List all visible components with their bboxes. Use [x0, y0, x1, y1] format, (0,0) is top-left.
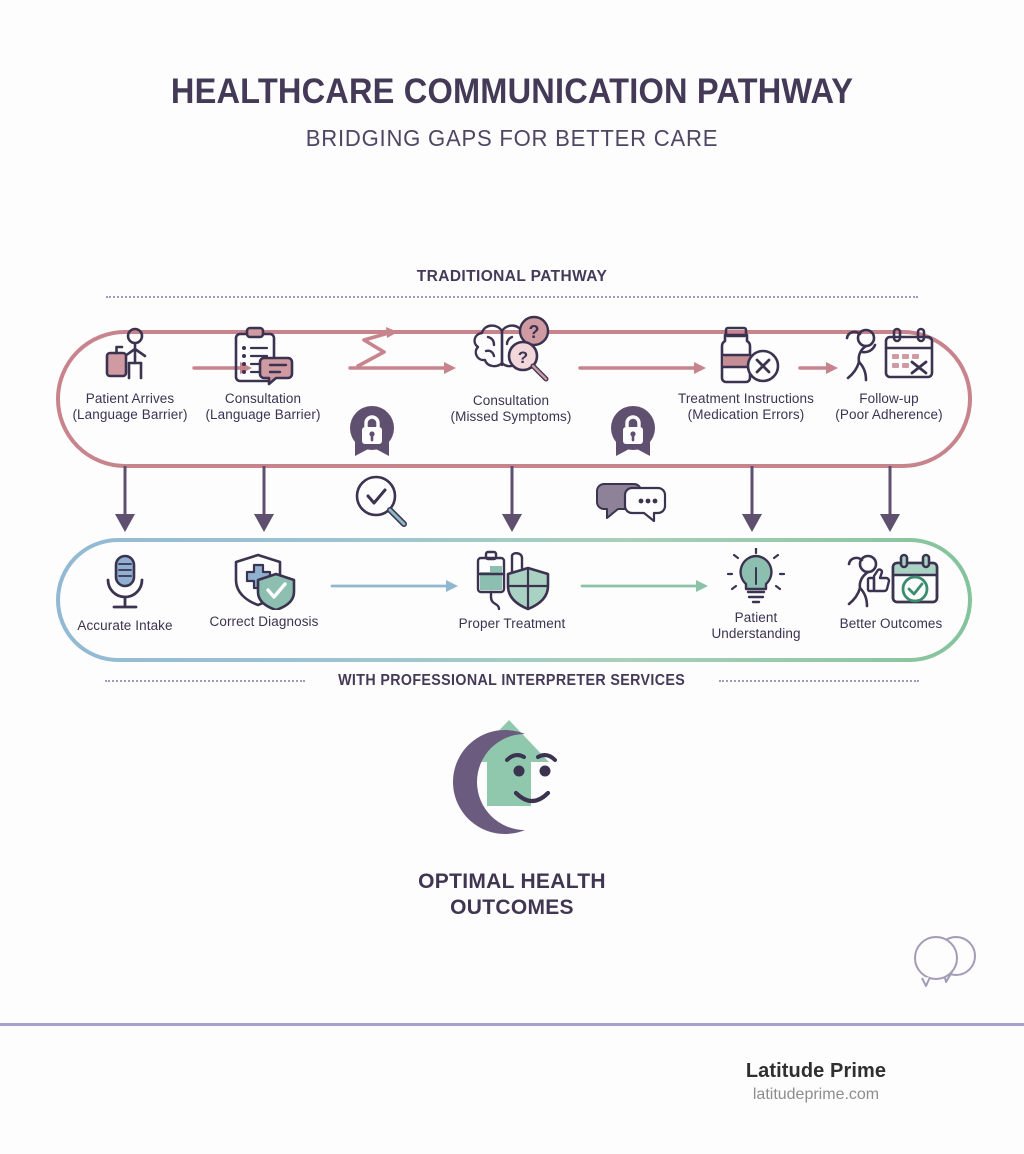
crescent-smiley-up-arrow-icon	[453, 720, 557, 834]
step-label: Accurate Intake	[77, 618, 173, 633]
footer-divider	[0, 1023, 1024, 1026]
step-label: Patient Understanding	[711, 610, 801, 641]
step-label: Patient Arrives (Language Barrier)	[72, 391, 188, 422]
step-consultation-language[interactable]: Consultation (Language Barrier)	[198, 325, 328, 423]
magnifier-check-icon	[355, 475, 407, 527]
traveler-with-suitcase-icon	[105, 327, 147, 380]
lightbulb-icon	[726, 548, 786, 604]
interpreter-pathway-label-row: WITH PROFESSIONAL INTERPRETER SERVICES	[0, 672, 1024, 690]
step-label: Proper Treatment	[458, 616, 566, 631]
svg-text:?: ?	[529, 322, 540, 342]
step-consultation-missed[interactable]: ? ? Consultation (Missed Symptoms)	[442, 313, 580, 425]
lock-icon	[611, 406, 655, 456]
step-patient-arrives[interactable]: Patient Arrives (Language Barrier)	[66, 325, 194, 423]
down-arrow-5	[880, 466, 900, 532]
barrier-badge-left[interactable]	[344, 406, 400, 475]
down-arrow-2	[254, 466, 274, 532]
page-title: HEALTHCARE COMMUNICATION PATHWAY	[170, 72, 854, 111]
step-label: Consultation (Missed Symptoms)	[450, 393, 572, 424]
arrow-right-4	[798, 362, 838, 374]
svg-text:?: ?	[518, 348, 528, 367]
thumbs-up-person-calendar-check-icon	[847, 553, 939, 608]
brand-name: Latitude Prime	[745, 1060, 887, 1082]
page-subtitle: BRIDGING GAPS FOR BETTER CARE	[305, 125, 719, 151]
step-proper-treatment[interactable]: Proper Treatment	[450, 550, 574, 632]
arrow-right-2	[348, 362, 456, 374]
iv-bag-shield-icon	[476, 550, 550, 611]
step-better-outcomes[interactable]: Better Outcomes	[828, 552, 954, 632]
step-label: Correct Diagnosis	[209, 614, 319, 629]
footer: Latitude Prime latitudeprime.com	[656, 1060, 976, 1104]
traditional-divider	[106, 296, 918, 298]
arrow-zigzag-2	[356, 327, 398, 368]
arrow-right-3	[578, 362, 706, 374]
confused-person-calendar-x-icon	[845, 327, 934, 382]
shield-cross-check-icon	[234, 553, 296, 610]
step-follow-up[interactable]: Follow-up (Poor Adherence)	[826, 325, 952, 423]
step-treatment-instructions[interactable]: Treatment Instructions (Medication Error…	[668, 325, 824, 423]
brain-question-magnifier-icon: ? ?	[473, 315, 550, 382]
step-patient-understanding[interactable]: Patient Understanding	[704, 548, 808, 642]
speech-bubbles-icon	[596, 483, 667, 522]
down-arrow-3	[502, 466, 522, 532]
traditional-pathway-container	[56, 330, 972, 468]
arrow-right-interpreter-1	[330, 580, 458, 592]
step-correct-diagnosis[interactable]: Correct Diagnosis	[200, 552, 328, 630]
speech-bubbles-icon	[914, 936, 976, 987]
interpreter-pathway-label: WITH PROFESSIONAL INTERPRETER SERVICES	[338, 672, 686, 689]
step-label: Follow-up (Poor Adherence)	[835, 391, 943, 422]
lock-icon	[350, 406, 394, 456]
barrier-badge-right[interactable]	[605, 406, 661, 475]
divider-left	[105, 680, 306, 682]
traditional-pathway-label: TRADITIONAL PATHWAY	[416, 268, 608, 285]
divider-right	[718, 680, 919, 682]
down-arrow-4	[742, 466, 762, 532]
step-label: Consultation (Language Barrier)	[205, 391, 321, 422]
optimal-outcome-block: OPTIMAL HEALTH OUTCOMES	[0, 706, 1024, 921]
outcome-title: OPTIMAL HEALTH OUTCOMES	[418, 870, 606, 919]
pill-bottle-error-icon	[720, 326, 780, 384]
clipboard-speech-bubble-icon	[234, 326, 294, 386]
microphone-icon	[106, 554, 144, 609]
step-label: Better Outcomes	[839, 616, 943, 631]
down-arrow-1	[115, 466, 135, 532]
header: HEALTHCARE COMMUNICATION PATHWAY BRIDGIN…	[0, 72, 1024, 152]
step-label: Treatment Instructions (Medication Error…	[677, 391, 814, 422]
step-accurate-intake[interactable]: Accurate Intake	[66, 552, 184, 634]
arrow-right-interpreter-2	[580, 580, 708, 592]
brand-url[interactable]: latitudeprime.com	[752, 1086, 880, 1103]
